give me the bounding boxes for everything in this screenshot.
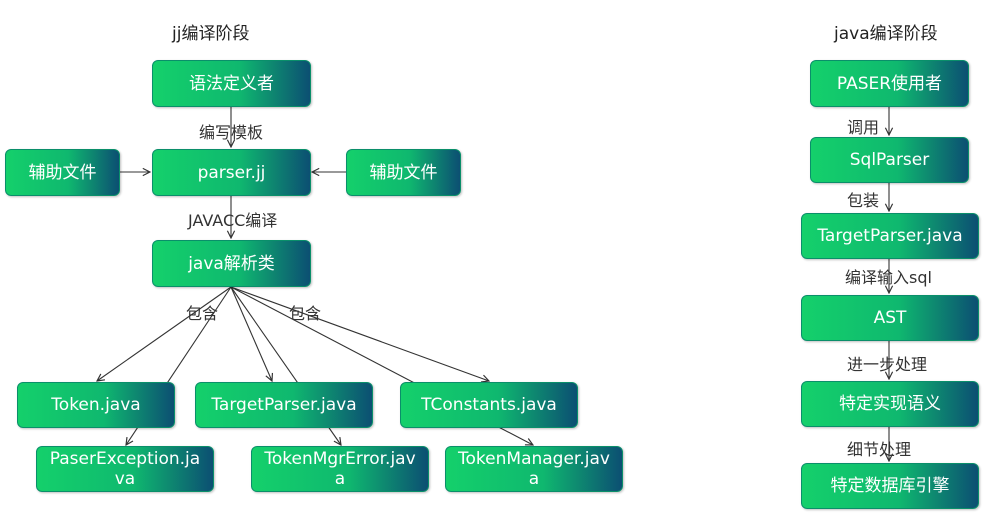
- node-grammar-definer[interactable]: 语法定义者: [152, 60, 311, 107]
- node-tconstants-java-label: TConstants.java: [421, 395, 557, 415]
- edge-label-javacc-compile: JAVACC编译: [188, 211, 278, 230]
- arrow-to-tconstants: [230, 286, 489, 381]
- node-token-mgr-error-java-label: TokenMgrError.java: [264, 449, 416, 489]
- edge-label-compile-input-sql: 编译输入sql: [845, 268, 932, 287]
- node-sqlparser-label: SqlParser: [849, 150, 930, 170]
- node-ast[interactable]: AST: [801, 295, 979, 341]
- node-paser-user[interactable]: PASER使用者: [810, 60, 969, 107]
- node-targetparser-java-right-label: TargetParser.java: [817, 226, 963, 246]
- edge-label-call: 调用: [847, 118, 880, 137]
- node-aux-file-right[interactable]: 辅助文件: [346, 149, 461, 196]
- node-specific-db-engine-label: 特定数据库引擎: [830, 476, 950, 496]
- node-java-parser-classes[interactable]: java解析类: [152, 240, 311, 287]
- node-grammar-definer-label: 语法定义者: [189, 73, 274, 94]
- edge-label-write-template: 编写模板: [199, 123, 264, 142]
- right-stage-title: java编译阶段: [834, 24, 938, 44]
- edge-label-detail-process: 细节处理: [847, 440, 912, 459]
- edge-label-further-process: 进一步处理: [847, 355, 928, 374]
- node-aux-file-right-label: 辅助文件: [369, 162, 438, 183]
- left-stage-title: jj编译阶段: [172, 24, 250, 44]
- arrow-to-token: [97, 286, 232, 381]
- node-target-parser-java-label: TargetParser.java: [211, 395, 357, 415]
- node-token-java-label: Token.java: [51, 395, 141, 415]
- node-paser-exception-java[interactable]: PaserException.java: [36, 446, 214, 492]
- node-java-parser-classes-label: java解析类: [188, 253, 275, 274]
- node-specific-db-engine[interactable]: 特定数据库引擎: [801, 463, 979, 509]
- node-target-parser-java[interactable]: TargetParser.java: [195, 382, 373, 428]
- node-aux-file-left-label: 辅助文件: [28, 162, 97, 183]
- node-aux-file-left[interactable]: 辅助文件: [5, 149, 120, 196]
- node-ast-label: AST: [873, 308, 907, 328]
- node-parser-jj[interactable]: parser.jj: [152, 149, 311, 196]
- edge-label-wrap: 包装: [847, 191, 880, 210]
- node-paser-user-label: PASER使用者: [836, 73, 943, 94]
- node-token-manager-java-label: TokenManager.java: [458, 449, 610, 489]
- arrow-to-target-parser: [230, 286, 272, 381]
- node-targetparser-java-right[interactable]: TargetParser.java: [801, 213, 979, 259]
- node-sqlparser[interactable]: SqlParser: [810, 137, 969, 183]
- node-specific-semantics[interactable]: 特定实现语义: [801, 381, 979, 427]
- node-paser-exception-java-label: PaserException.java: [49, 449, 201, 489]
- node-token-manager-java[interactable]: TokenManager.java: [445, 446, 623, 492]
- edge-label-contains-2: 包含: [289, 304, 322, 323]
- node-parser-jj-label: parser.jj: [197, 162, 266, 183]
- node-specific-semantics-label: 特定实现语义: [839, 394, 941, 414]
- node-token-java[interactable]: Token.java: [17, 382, 175, 428]
- node-token-mgr-error-java[interactable]: TokenMgrError.java: [251, 446, 429, 492]
- edge-label-contains-1: 包含: [186, 304, 219, 323]
- node-tconstants-java[interactable]: TConstants.java: [400, 382, 578, 428]
